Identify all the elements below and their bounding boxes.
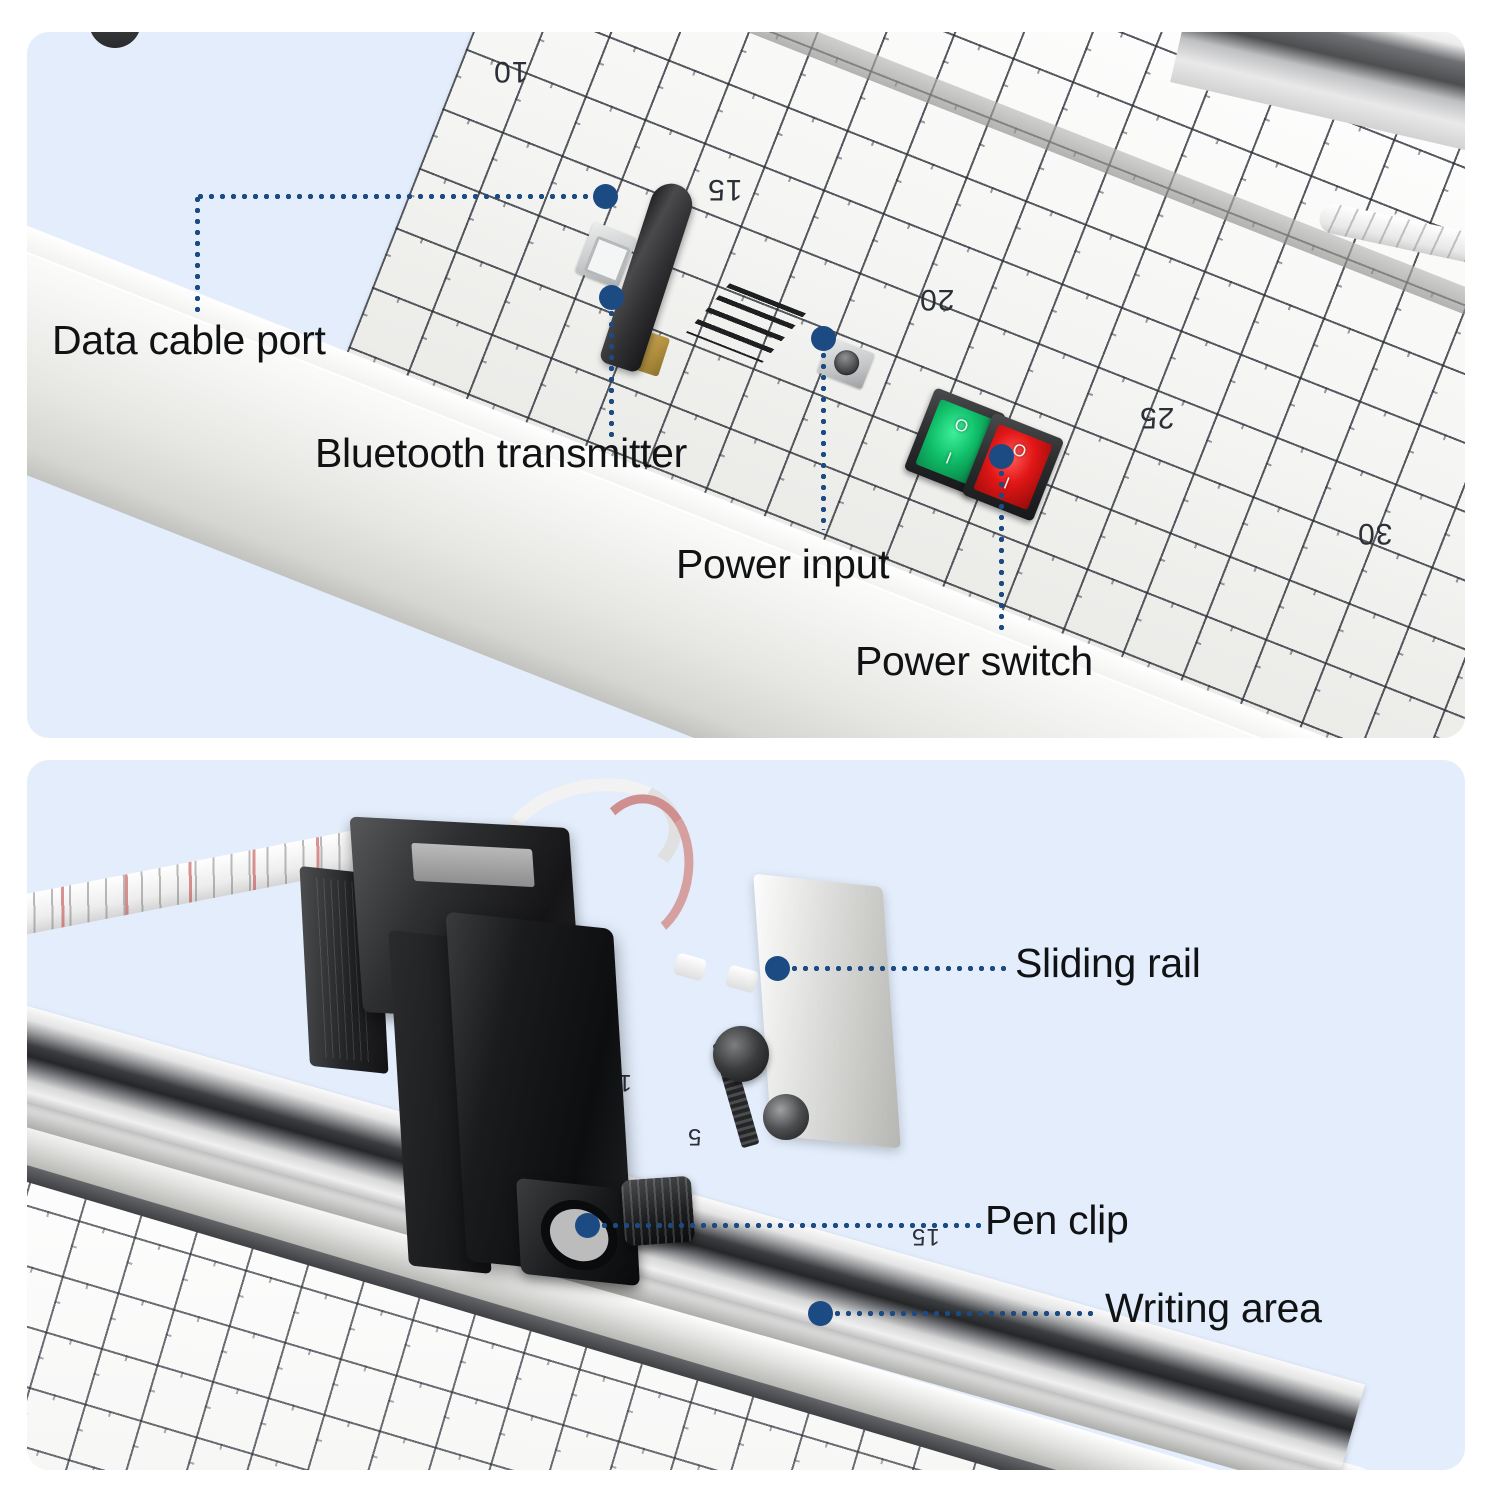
callout-line-pen-clip <box>599 1223 985 1228</box>
callout-label-power-input: Power input <box>676 541 890 587</box>
callout-line-data-cable-port-h <box>195 194 597 199</box>
callout-line-power-input-v <box>821 350 826 530</box>
bed-ruler-mark-5: 5 <box>687 1123 702 1150</box>
callout-label-data-cable-port: Data cable port <box>52 317 326 363</box>
callout-line-data-cable-port-v <box>195 194 200 314</box>
callout-dot-power-input[interactable] <box>811 326 836 351</box>
top-edge-nub <box>89 32 141 48</box>
callout-label-sliding-rail: Sliding rail <box>1015 940 1201 986</box>
gantry-closeup-panel: 10 5 15 20 <box>27 760 1465 1470</box>
green-switch-symbol-i: I <box>943 448 955 468</box>
callout-dot-power-switch[interactable] <box>989 444 1014 469</box>
pen-clip-thumb-knob[interactable] <box>620 1175 696 1247</box>
green-switch-symbol-o: O <box>951 413 972 437</box>
ruler-mark-10: 10 <box>493 55 529 88</box>
callout-label-writing-area: Writing area <box>1105 1285 1322 1331</box>
callout-label-pen-clip: Pen clip <box>985 1197 1129 1243</box>
motor-label-plate <box>411 842 535 888</box>
callout-line-sliding-rail <box>789 966 1011 971</box>
drive-pulley-lower <box>763 1094 809 1140</box>
callout-dot-sliding-rail[interactable] <box>765 956 790 981</box>
ruler-mark-15: 15 <box>707 173 743 206</box>
control-panel-closeup-panel: 10 15 20 25 30 O I O <box>27 32 1465 738</box>
ruler-mark-30: 30 <box>1357 517 1393 550</box>
callout-line-bluetooth-transmitter-v <box>609 308 614 438</box>
callout-dot-writing-area[interactable] <box>808 1301 833 1326</box>
ruler-mark-25: 25 <box>1139 401 1175 434</box>
rail-roller-clip-1 <box>672 952 708 982</box>
callout-line-power-switch-v <box>999 468 1004 634</box>
callout-line-writing-area <box>832 1311 1097 1316</box>
callout-label-power-switch: Power switch <box>855 638 1093 684</box>
callout-dot-pen-clip[interactable] <box>575 1213 600 1238</box>
red-switch-face: O I <box>973 423 1053 511</box>
gantry-photo: 10 5 15 20 <box>27 760 1465 1470</box>
callout-dot-bluetooth-transmitter[interactable] <box>599 285 624 310</box>
callout-dot-data-cable-port[interactable] <box>593 184 618 209</box>
rail-roller-clip-2 <box>724 964 760 994</box>
ruler-mark-20: 20 <box>919 283 955 316</box>
drive-pulley-upper <box>713 1026 769 1082</box>
control-panel-photo: 10 15 20 25 30 O I O <box>27 32 1465 738</box>
callout-label-bluetooth-transmitter: Bluetooth transmitter <box>315 430 687 476</box>
